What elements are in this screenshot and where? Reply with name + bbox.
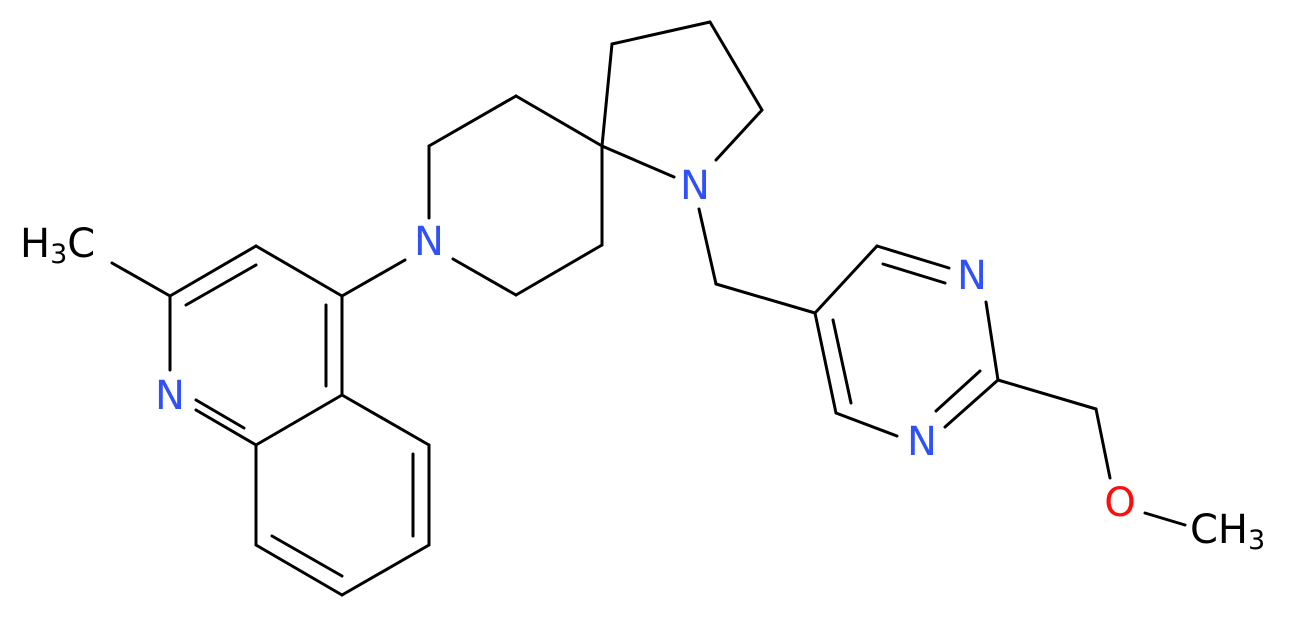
bond xyxy=(427,94,518,148)
bond xyxy=(514,243,604,297)
bond xyxy=(270,534,344,578)
bonds xyxy=(110,20,1187,597)
bond xyxy=(514,94,604,148)
bond xyxy=(340,543,431,597)
bond xyxy=(996,378,1098,411)
bond xyxy=(881,262,947,285)
bond xyxy=(168,244,258,298)
bond xyxy=(943,378,1000,429)
bond xyxy=(184,263,258,307)
bond xyxy=(194,398,246,430)
bond xyxy=(254,393,344,447)
bond xyxy=(340,393,431,447)
pyrrolidine-nitrogen-label: N xyxy=(680,163,710,209)
bond xyxy=(451,257,518,297)
bond xyxy=(934,369,982,413)
bond xyxy=(254,543,344,597)
atom-labels: H3C N N N N N O CH3 xyxy=(20,163,1265,556)
bond xyxy=(875,244,951,270)
bond xyxy=(697,207,718,286)
bond xyxy=(708,20,764,112)
bond xyxy=(610,20,712,46)
pyrimidine-nitrogen-top-label: N xyxy=(957,253,987,299)
bond xyxy=(813,244,879,315)
bond xyxy=(110,261,172,298)
methyl-label-left: H3C xyxy=(20,221,95,270)
bond xyxy=(714,282,817,315)
quinoline-nitrogen-label: N xyxy=(155,373,185,419)
piperidine-nitrogen-label: N xyxy=(414,219,444,265)
bond xyxy=(813,311,838,415)
bond xyxy=(340,258,407,298)
methyl-label-right: CH3 xyxy=(1190,507,1265,556)
oxygen-label: O xyxy=(1104,480,1135,526)
bond xyxy=(1094,407,1112,480)
pyrimidine-nitrogen-bottom-label: N xyxy=(907,419,937,465)
bond xyxy=(600,42,614,148)
bond xyxy=(254,244,344,298)
bond xyxy=(714,108,764,162)
bond xyxy=(984,300,1000,382)
bond xyxy=(834,411,899,438)
bond xyxy=(1143,511,1187,527)
bond xyxy=(600,144,676,179)
bond xyxy=(194,408,258,447)
bond xyxy=(831,318,853,405)
